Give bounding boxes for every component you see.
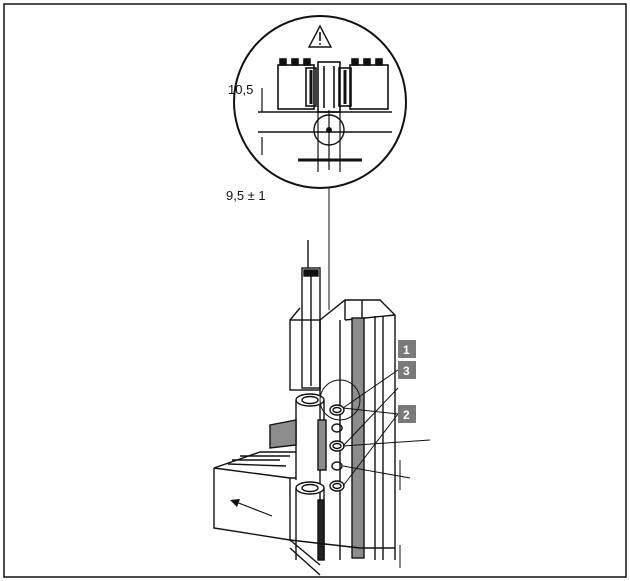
direction-arrow-icon xyxy=(230,499,273,517)
svg-text:2: 2 xyxy=(403,408,410,422)
callout-leaders xyxy=(342,369,431,568)
dimension-label-bottom: 9,5 ± 1 xyxy=(226,188,266,203)
detail-view xyxy=(233,15,407,189)
warning-triangle-icon xyxy=(307,24,333,48)
callout-badge-3: 3 xyxy=(398,361,416,379)
svg-text:1: 1 xyxy=(403,343,410,357)
callout-badge-2: 2 xyxy=(398,405,416,423)
svg-text:3: 3 xyxy=(403,364,410,378)
drawing-border xyxy=(3,3,627,578)
hinge-assembly xyxy=(213,240,396,576)
detail-circle xyxy=(233,15,407,189)
hinge-block-right xyxy=(338,58,389,110)
callout-badge-1: 1 xyxy=(398,340,416,358)
hinge-block-left xyxy=(277,58,317,110)
dimension-label-top: 10,5 xyxy=(228,82,253,97)
